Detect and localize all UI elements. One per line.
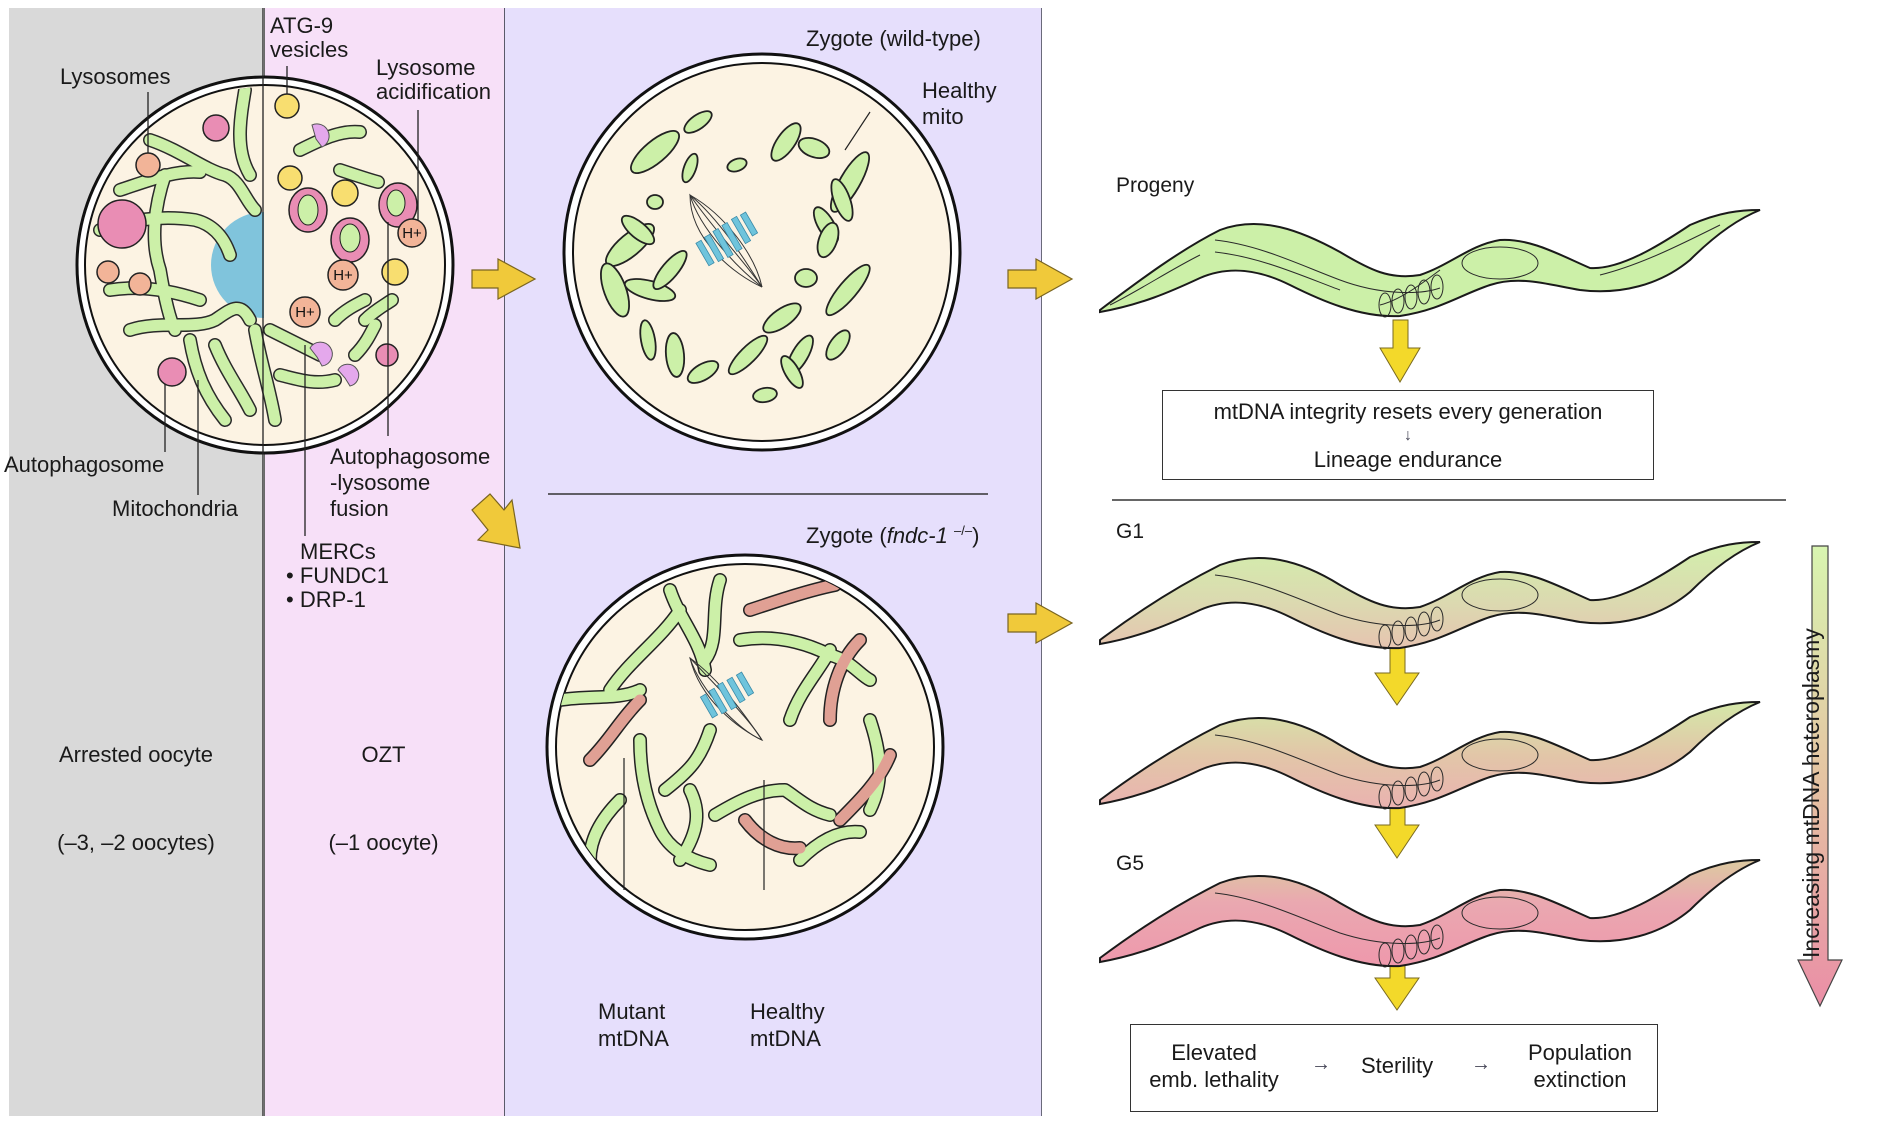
h-plus: H+ [333,267,353,284]
zygote-mutant-cell [545,553,945,941]
label-lysosome-acidification: Lysosome acidification [376,56,491,104]
worm-g1 [1099,541,1761,650]
label-atg9-line1: ATG-9 [270,13,334,38]
healthy-mitochondria [600,110,871,404]
label-mercs-fundc1: • FUNDC1 [286,563,390,588]
outcome-lethality-line2: emb. lethality [1149,1067,1279,1092]
label-healthy-mtdna: Healthy mtDNA [750,998,825,1052]
arrow-oocyte-to-wt [471,257,537,301]
wt-outcome-box: mtDNA integrity resets every generation … [1162,390,1654,480]
label-mutant-line1: Mutant [598,999,666,1024]
lysosome [135,152,161,178]
mutant-title-prefix: Zygote ( [806,523,887,548]
outcome-extinction-line2: extinction [1533,1067,1627,1092]
flow-arrows [471,257,1074,645]
merc [311,123,330,148]
wt-outcome-arrow-icon: ↓ [1404,427,1412,444]
h-plus-labels: H+ H+ H+ [295,225,422,321]
arrow-g1-to-g2 [1374,639,1420,706]
outcome-extinction-line1: Population [1528,1040,1632,1065]
merc [309,341,333,367]
label-healthy-mito-line2: mito [922,104,964,129]
arrow-oocyte-to-mutant [471,493,521,549]
outcome-sterility: Sterility [1361,1053,1434,1078]
label-fusion-line2: -lysosome [330,470,431,495]
label-fusion-line3: fusion [330,496,389,521]
outcome-lethality-line1: Elevated [1171,1040,1257,1065]
outcome-extinction: Population extinction [1511,1039,1649,1093]
arrow-mutant-to-g1 [1007,601,1074,645]
ozt-title: OZT [361,742,406,767]
label-g1: G1 [1116,520,1145,543]
lysosome [96,260,120,284]
label-healthy-mito-line1: Healthy [922,78,997,103]
lysosome [97,199,147,249]
zygote-mutant-title: Zygote (fndc-1 –/–) [806,518,979,549]
arrow-wt-to-progeny [1007,257,1074,301]
heteroplasmy-gradient-arrow [1797,545,1843,1008]
oocyte-leader-lines [147,8,419,1116]
label-atg9-line2: vesicles [270,37,349,62]
worm-g5 [1099,859,1761,968]
h-plus: H+ [295,304,315,321]
arrested-oocyte-title: Arrested oocyte [58,742,214,767]
label-fusion-line1: Autophagosome [330,444,491,469]
zygote-wild-type-cell [562,52,962,452]
label-mutant-mtdna: Mutant mtDNA [598,998,669,1052]
autophagosome [157,357,187,387]
atg9-vesicle [277,165,303,191]
label-g5: G5 [1116,852,1145,875]
outcome-arrow-icon: → [1311,1053,1331,1075]
ozt-subtitle: (–1 oocyte) [328,830,439,855]
label-healthy-line2: mtDNA [750,1026,821,1051]
label-progeny: Progeny [1116,174,1195,197]
label-healthy-line1: Healthy [750,999,825,1024]
lysosome [202,114,230,142]
healthy-mito-leader [844,111,871,151]
label-atg9: ATG-9 vesicles [270,14,348,62]
wt-outcome-line2: Lineage endurance [1313,447,1503,472]
lysosome [128,272,152,296]
chromosomes [695,211,759,267]
label-mutant-line2: mtDNA [598,1026,669,1051]
worm-progeny [1099,209,1761,318]
zygote-wild-type-title: Zygote (wild-type) [806,26,981,51]
label-lysosomes: Lysosomes [60,64,171,89]
generation-arrows [1374,319,1421,1011]
label-mercs-drp1: • DRP-1 [286,587,366,612]
label-mercs-title: MERCs [300,539,376,564]
label-autophagosome: Autophagosome [4,452,165,477]
arrested-oocyte-subtitle: (–3, –2 oocytes) [57,830,215,855]
oocyte-cell [75,75,455,455]
atg9-vesicle [331,179,359,207]
worm-intermediate [1099,701,1761,810]
mutant-outcome-box: Elevated emb. lethality → Sterility → Po… [1130,1024,1658,1112]
label-mercs: MERCs • FUNDC1 • DRP-1 [286,540,389,612]
mutant-gene-name: fndc-1 [886,523,948,548]
wt-outcome-line1: mtDNA integrity resets every generation [1213,399,1603,424]
mutant-title-suffix: ) [972,523,980,548]
merc [337,363,360,387]
heteroplasmy-label: Increasing mtDNA heteroplasmy [1798,628,1824,958]
label-mitochondria: Mitochondria [112,496,238,521]
outcome-lethality: Elevated emb. lethality [1139,1039,1289,1093]
label-healthy-mito: Healthy mito [922,78,997,130]
outcome-arrow-icon: → [1471,1053,1491,1075]
atg9-vesicle [381,258,409,286]
h-plus: H+ [402,225,422,242]
label-acid-line1: Lysosome [376,55,476,80]
atg9-vesicle [274,93,300,119]
mutant-mito [584,579,896,854]
chromosomes [699,671,755,719]
arrow-progeny-to-box [1379,319,1421,383]
label-autophagosome-lysosome-fusion: Autophagosome -lysosome fusion [330,444,490,522]
label-acid-line2: acidification [376,79,491,104]
mutant-genotype: –/– [953,523,973,538]
